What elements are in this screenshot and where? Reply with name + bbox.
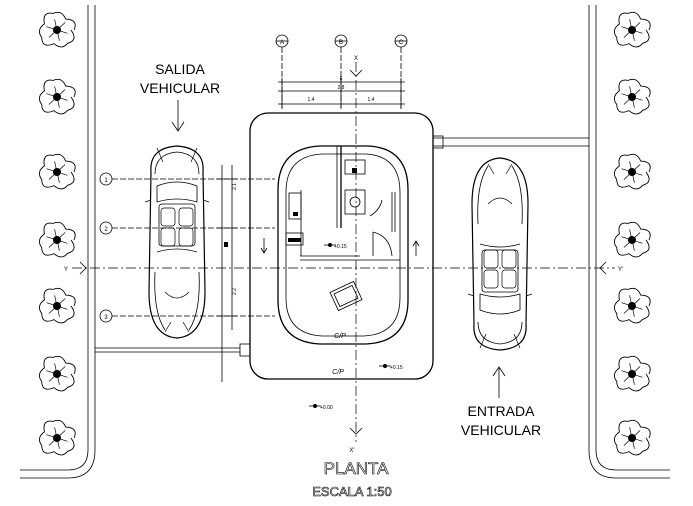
grid-label-b: B — [339, 40, 343, 46]
tree-icon — [38, 287, 76, 324]
exit-label-line1: SALIDA — [155, 61, 205, 77]
tree-icon — [613, 287, 651, 324]
plan-scale: ESCALA 1:50 — [312, 484, 392, 499]
grid-label-1: 1 — [104, 178, 108, 184]
trees-left — [38, 11, 76, 456]
grid-row-2: 2 — [99, 221, 275, 235]
exit-label-line2: VEHICULAR — [140, 80, 220, 96]
grid-label-2: 2 — [104, 227, 108, 233]
tree-icon — [613, 153, 651, 190]
axis-y-line: Y Y' — [64, 261, 623, 275]
plan-title: PLANTA — [324, 459, 390, 478]
tree-icon — [38, 221, 76, 258]
entry-label-line2: VEHICULAR — [461, 422, 541, 438]
dim-top-small: 6 — [340, 76, 343, 82]
tree-icon — [38, 419, 76, 456]
note-cp1: C/P — [334, 333, 346, 340]
tree-icon — [38, 355, 76, 392]
dim-top-left: 1.4 — [308, 97, 315, 103]
exit-arrow — [171, 100, 185, 132]
car-left — [144, 145, 210, 339]
level-mark-ground: +0.00 — [309, 404, 333, 411]
tree-icon — [613, 11, 651, 48]
tree-icon — [613, 419, 651, 456]
chair — [329, 280, 363, 312]
right-street-edge — [588, 5, 670, 479]
dim-top-total: 2.8 — [338, 85, 345, 91]
grid-label-c: C — [399, 40, 404, 46]
entry-arrow — [492, 366, 506, 398]
dim-side-b: 2.2 — [232, 288, 238, 295]
axis-x-top-label: X — [354, 56, 358, 62]
trees-right — [613, 11, 651, 456]
lot-outline — [95, 112, 589, 380]
direction-arrow-up — [412, 240, 420, 256]
side-dimensions: 2.1 2.2 — [217, 165, 238, 382]
level-mark-interior2: +0.15 — [379, 364, 403, 371]
level-interior2: +0.15 — [390, 365, 403, 371]
kiosk-building — [260, 145, 420, 345]
car-right — [467, 157, 533, 351]
tree-icon — [38, 153, 76, 190]
axis-x-line: X X' — [349, 56, 363, 454]
tree-icon — [613, 221, 651, 258]
direction-arrow-down — [260, 238, 268, 254]
tree-icon — [613, 78, 651, 115]
axis-x-bottom-label: X' — [349, 448, 354, 454]
grid-row-1: 1 — [99, 172, 275, 186]
top-dimensions: 6 2.8 1.4 1.4 — [278, 76, 405, 108]
left-street-edge — [20, 5, 96, 479]
axis-y-right-label: Y' — [618, 267, 623, 273]
tree-icon — [38, 11, 76, 48]
dim-side-a: 2.1 — [232, 183, 238, 190]
grid-label-3: 3 — [104, 315, 108, 321]
grid-label-a: A — [280, 40, 284, 46]
level-interior: +0.15 — [334, 244, 347, 250]
level-ground: +0.00 — [320, 405, 333, 411]
tree-icon — [613, 355, 651, 392]
entry-label-line1: ENTRADA — [468, 403, 536, 419]
axis-y-left-label: Y — [64, 267, 68, 273]
level-mark-interior: +0.15 — [324, 243, 347, 250]
note-cp2: C/P — [332, 369, 344, 376]
dim-top-right: 1.4 — [368, 97, 375, 103]
tree-icon — [38, 78, 76, 115]
grid-row-3: 3 — [99, 309, 275, 323]
